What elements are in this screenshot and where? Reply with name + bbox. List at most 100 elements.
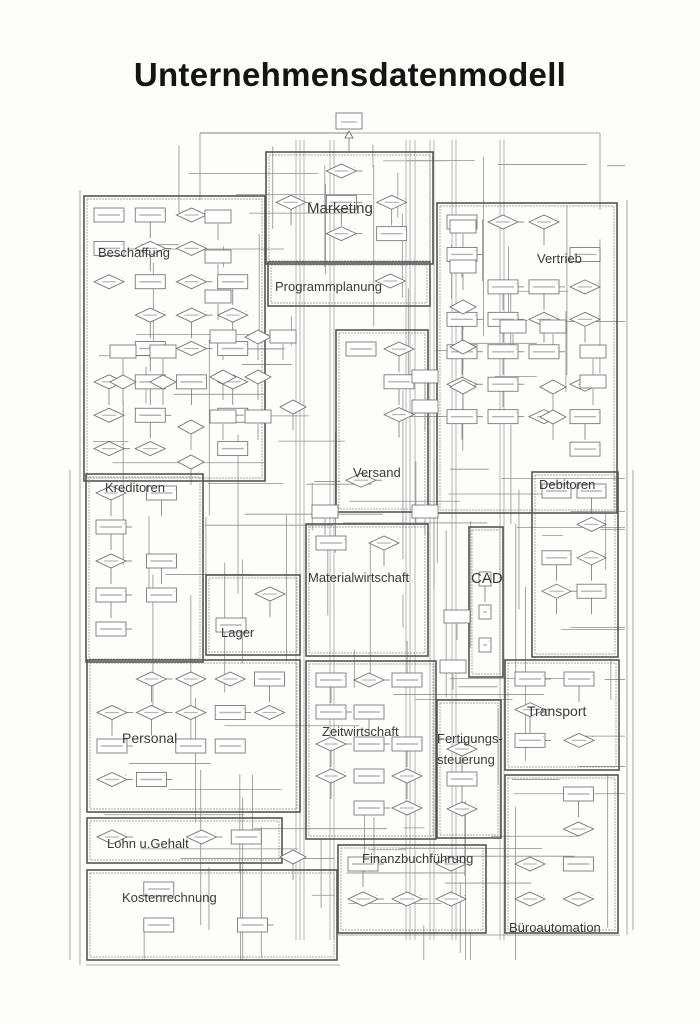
region-label-kostenrechnung: Kostenrechnung [122, 890, 217, 905]
svg-text:•: • [304, 196, 305, 200]
svg-text:•: • [172, 883, 173, 887]
svg-text:•: • [543, 734, 544, 738]
svg-text:•: • [163, 242, 164, 246]
svg-text:•: • [374, 343, 375, 347]
svg-text:•: • [163, 443, 164, 447]
svg-text:•: • [591, 823, 592, 827]
svg-text:•: • [374, 474, 375, 478]
region-label-debitoren: Debitoren [539, 477, 596, 492]
svg-text:•: • [125, 707, 126, 711]
svg-text:•: • [557, 281, 558, 285]
svg-text:•: • [354, 165, 355, 169]
svg-text:•: • [543, 858, 544, 862]
region-label-versand: Versand [353, 465, 401, 480]
svg-text:•: • [475, 411, 476, 415]
svg-text:•: • [464, 893, 465, 897]
region-label-finanzbuchfuehrung: Finanzbuchführung [362, 851, 474, 866]
svg-text:•: • [489, 573, 490, 577]
svg-text:•: • [412, 343, 413, 347]
svg-text:•: • [244, 619, 245, 623]
svg-text:•: • [382, 770, 383, 774]
svg-text:•: • [516, 216, 517, 220]
svg-text:•: • [174, 555, 175, 559]
svg-text:•: • [204, 740, 205, 744]
svg-text:•: • [204, 242, 205, 246]
svg-text:•: • [265, 919, 266, 923]
svg-text:•: • [204, 673, 205, 677]
svg-text:•: • [475, 773, 476, 777]
svg-text:•: • [344, 706, 345, 710]
svg-text:•: • [124, 623, 125, 627]
svg-text:•: • [475, 248, 476, 252]
svg-text:•: • [420, 738, 421, 742]
svg-text:•: • [376, 893, 377, 897]
svg-text:•: • [604, 485, 605, 489]
svg-text:•: • [591, 893, 592, 897]
svg-text:•: • [174, 487, 175, 491]
svg-text:•: • [246, 276, 247, 280]
svg-text:•: • [591, 788, 592, 792]
svg-text:•: • [204, 343, 205, 347]
svg-text:•: • [164, 774, 165, 778]
region-label-fertigungssteuerung: Fertigungs- steuerung [437, 731, 503, 767]
svg-text:•: • [598, 248, 599, 252]
svg-text:•: • [516, 281, 517, 285]
svg-text:•: • [569, 485, 570, 489]
svg-text:•: • [163, 276, 164, 280]
svg-text:•: • [164, 673, 165, 677]
svg-text:•: • [122, 276, 123, 280]
svg-text:•: • [163, 309, 164, 313]
svg-text:•: • [489, 639, 490, 643]
svg-text:•: • [543, 704, 544, 708]
svg-text:•: • [543, 673, 544, 677]
svg-text:•: • [214, 831, 215, 835]
svg-text:•: • [516, 313, 517, 317]
svg-text:•: • [246, 309, 247, 313]
svg-text:•: • [516, 346, 517, 350]
region-label-lager: Lager [221, 625, 255, 640]
svg-text:•: • [125, 831, 126, 835]
svg-text:•: • [420, 770, 421, 774]
svg-text:•: • [464, 858, 465, 862]
svg-text:•: • [604, 518, 605, 522]
entities-and-relationships: • • • • • • • • • • • • • • • • • • • • • • • • • • • • • • • • • • • • • • • •… [93, 163, 607, 933]
svg-text:•: • [125, 774, 126, 778]
svg-text:•: • [122, 443, 123, 447]
svg-text:•: • [344, 674, 345, 678]
region-label-materialwirtschaft: Materialwirtschaft [308, 570, 410, 585]
svg-text:•: • [420, 893, 421, 897]
svg-text:•: • [283, 673, 284, 677]
svg-text:•: • [204, 309, 205, 313]
svg-text:•: • [403, 275, 404, 279]
svg-text:•: • [420, 674, 421, 678]
svg-text:•: • [405, 228, 406, 232]
svg-text:•: • [382, 738, 383, 742]
region-label-personal: Personal [122, 730, 178, 746]
svg-text:•: • [163, 343, 164, 347]
svg-text:•: • [598, 281, 599, 285]
svg-text:•: • [475, 378, 476, 382]
svg-text:•: • [122, 242, 123, 246]
svg-text:•: • [246, 443, 247, 447]
svg-text:•: • [125, 740, 126, 744]
svg-text:•: • [598, 411, 599, 415]
svg-text:•: • [344, 770, 345, 774]
svg-text:•: • [516, 378, 517, 382]
svg-text:•: • [598, 313, 599, 317]
svg-text:•: • [243, 673, 244, 677]
svg-text:•: • [489, 606, 490, 610]
svg-text:•: • [283, 707, 284, 711]
region-label-kreditoren: Kreditoren [105, 480, 165, 495]
svg-text:•: • [592, 673, 593, 677]
svg-text:•: • [163, 209, 164, 213]
svg-text:•: • [592, 734, 593, 738]
svg-text:•: • [604, 585, 605, 589]
svg-text:•: • [124, 487, 125, 491]
svg-text:•: • [475, 313, 476, 317]
region-label-bueroautomation: Büroautomation [509, 920, 601, 935]
svg-text:•: • [124, 555, 125, 559]
svg-text:•: • [354, 228, 355, 232]
svg-text:•: • [344, 738, 345, 742]
svg-text:•: • [516, 411, 517, 415]
